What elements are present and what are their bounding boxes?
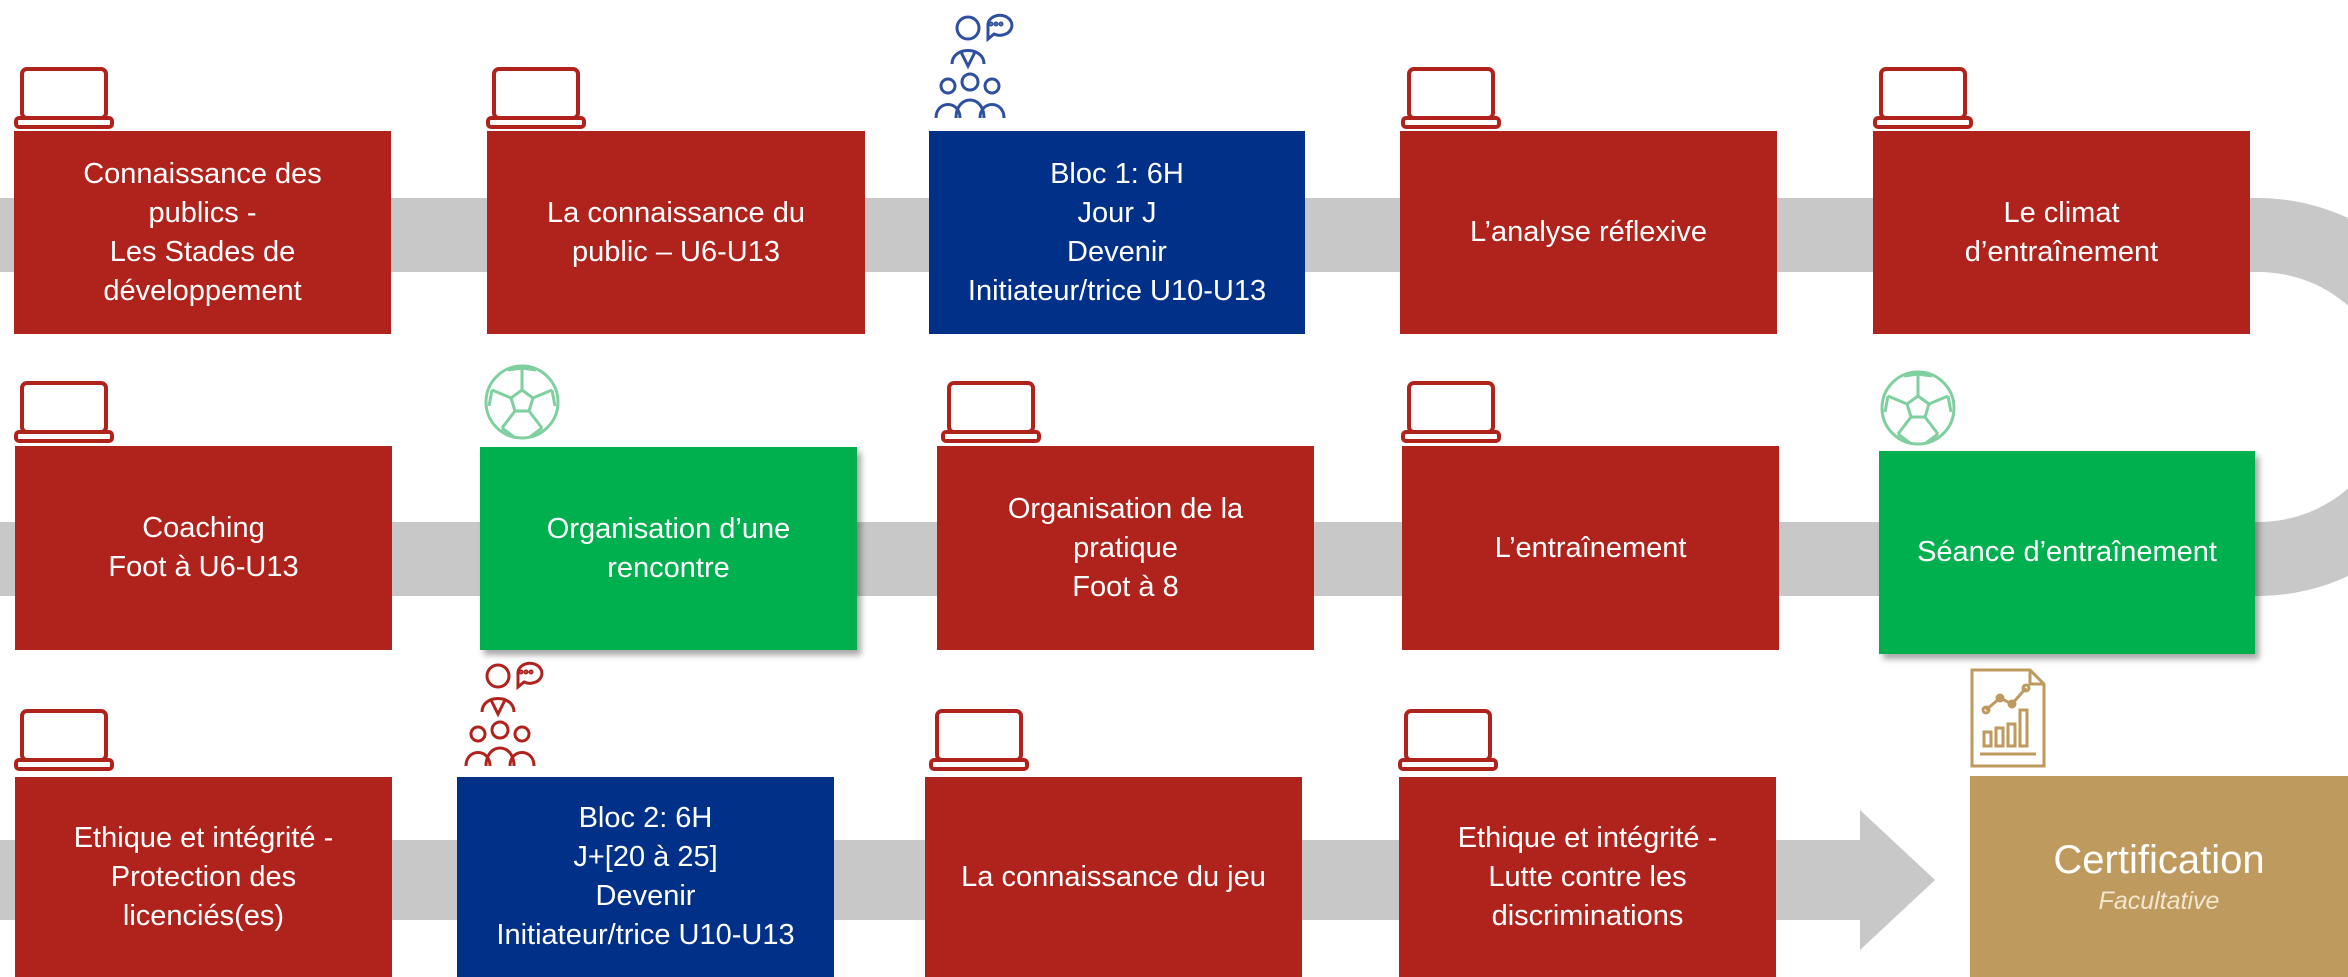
laptop-icon [486,66,586,135]
module-analyse-reflexive: L’analyse réflexive [1400,131,1777,334]
module-climat-entrainement: Le climat d’entraînement [1873,131,2250,334]
laptop-icon [1401,380,1501,449]
certification-subtitle: Facultative [2098,886,2220,915]
module-organisation-pratique: Organisation de la pratique Foot à 8 [937,446,1314,650]
module-entrainement: L’entraînement [1402,446,1779,650]
arrow-head [1860,810,1935,950]
laptop-icon [1873,66,1973,135]
module-connaissance-du-jeu: La connaissance du jeu [925,777,1302,977]
laptop-icon [14,380,114,449]
module-connaissance-des-publics: Connaissance des publics - Les Stades de… [14,131,391,334]
laptop-icon [14,708,114,777]
certification-title: Certification [2053,837,2265,882]
certification-box: Certification Facultative [1970,776,2348,977]
laptop-icon [929,708,1029,777]
laptop-icon [941,380,1041,449]
practice-organisation-rencontre: Organisation d’une rencontre [480,447,857,650]
chart-document-icon [1968,666,2048,775]
module-ethique-protection: Ethique et intégrité - Protection des li… [15,777,392,977]
practice-seance-entrainement: Séance d’entraînement [1879,451,2255,654]
laptop-icon [1401,66,1501,135]
module-coaching: Coaching Foot à U6-U13 [15,446,392,650]
bloc-2-presentiel: Bloc 2: 6H J+[20 à 25] Devenir Initiateu… [457,777,834,977]
module-ethique-discriminations: Ethique et intégrité - Lutte contre les … [1399,777,1776,977]
soccer-ball-icon [482,362,562,447]
bloc-1-presentiel: Bloc 1: 6H Jour J Devenir Initiateur/tri… [929,131,1305,334]
laptop-icon [1398,708,1498,777]
group-trainer-icon [458,654,544,775]
group-trainer-icon [928,6,1014,127]
soccer-ball-icon [1878,368,1958,453]
laptop-icon [14,66,114,135]
module-connaissance-du-public: La connaissance du public – U6-U13 [487,131,865,334]
